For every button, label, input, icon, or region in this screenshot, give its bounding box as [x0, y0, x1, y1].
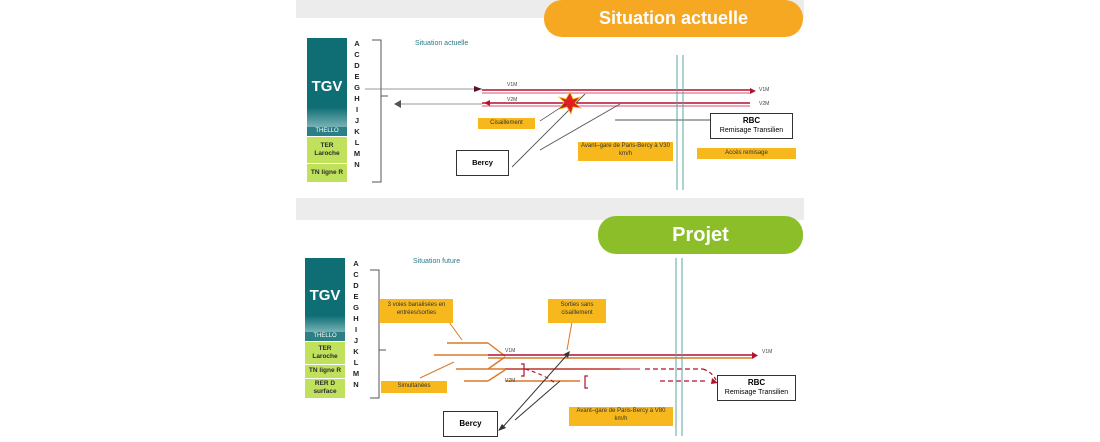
- bottom-dashed-rbc-join: [702, 368, 717, 381]
- top-letter: H: [354, 94, 360, 103]
- top-v1m-label-right: V1M: [759, 87, 770, 93]
- top-conflict-star-icon: [557, 91, 583, 116]
- bottom-thello-block: THELLO: [305, 332, 345, 341]
- bottom-ter-block: TER Laroche: [305, 342, 345, 364]
- bottom-letter: A: [353, 259, 359, 268]
- top-ter-block: TER Laroche: [307, 137, 347, 163]
- bottom-letter: J: [353, 336, 359, 345]
- bottom-letter: L: [353, 358, 359, 367]
- top-letter: A: [354, 39, 360, 48]
- bottom-rbc-subtitle: Remisage Transilien: [724, 389, 789, 396]
- bottom-voies-label: 3 voies banalisées en entrées/sorties: [380, 299, 453, 323]
- bottom-bercy-box: Bercy: [443, 411, 498, 437]
- top-tn-block: TN ligne R: [307, 164, 347, 182]
- top-v1m-label-left: V1M: [507, 82, 518, 88]
- bottom-bercy-arrow: [498, 424, 506, 431]
- bottom-rbc-arrow: [711, 378, 718, 384]
- bottom-tgv-block: TGV: [305, 258, 345, 332]
- projet-header: Projet: [598, 216, 803, 254]
- bottom-letter: M: [352, 369, 360, 378]
- top-bracket: [372, 39, 382, 183]
- top-thello-block: THELLO: [307, 127, 347, 136]
- top-v2m-label-left: V2M: [507, 97, 518, 103]
- bottom-avant-gare-label: Avant–gare de Paris-Bercy à V80 km/h: [569, 407, 673, 426]
- bottom-v1m-label-right: V1M: [762, 349, 773, 355]
- bottom-simultanees-pointer: [419, 361, 455, 379]
- top-letter: G: [354, 83, 360, 92]
- bottom-bercy-label: Bercy: [459, 419, 482, 428]
- bottom-orange-diag-3: [487, 369, 506, 382]
- top-bercy-label: Bercy: [472, 158, 493, 167]
- situation-actuelle-header: Situation actuelle: [544, 0, 803, 37]
- bottom-letter: C: [353, 270, 359, 279]
- top-letter: I: [355, 105, 359, 114]
- bottom-dashed-curve: [524, 368, 556, 384]
- bottom-v2m-label-left: V2M: [505, 378, 516, 384]
- top-letter: N: [354, 160, 360, 169]
- bottom-letter-column: A C D E G H I J K L M N: [351, 258, 361, 390]
- bottom-red-bracket-1: [521, 363, 525, 377]
- top-letter-column: A C D E G H I J K L M N: [352, 38, 362, 170]
- bottom-tracks: [370, 258, 758, 436]
- bottom-letter: G: [353, 303, 359, 312]
- bottom-letter: H: [353, 314, 359, 323]
- top-v1m-end-arrow: [750, 88, 756, 94]
- bottom-tn-block: TN ligne R: [305, 365, 345, 378]
- top-bercy-box: Bercy: [456, 150, 509, 176]
- top-letter: K: [354, 127, 360, 136]
- top-v1m-arrow-head: [474, 86, 482, 92]
- bottom-subtitle: Situation future: [413, 258, 461, 265]
- bottom-sorties-pointer: [566, 321, 573, 351]
- bottom-branch-to-bercy: [501, 354, 568, 429]
- bottom-rbc-title: RBC: [747, 378, 766, 387]
- top-v2m-label-right: V2M: [759, 101, 770, 107]
- top-tgv-label: TGV: [311, 78, 343, 95]
- bottom-rer-block: RER D surface: [305, 379, 345, 398]
- bottom-bracket: [370, 269, 380, 399]
- bottom-orange-diag-2: [487, 356, 506, 370]
- top-cisaillement-label: Cisaillement: [478, 118, 535, 129]
- bottom-branch-to-bercy-2: [514, 380, 561, 421]
- bottom-letter: N: [353, 380, 359, 389]
- bottom-voies-pointer: [448, 321, 463, 341]
- top-letter: M: [353, 149, 361, 158]
- bottom-letter: K: [353, 347, 359, 356]
- bottom-sorties-label: Sorties sans cisaillement: [548, 299, 606, 323]
- top-v2m-arrow-head: [394, 100, 401, 108]
- bottom-sorties-arrow: [564, 351, 570, 358]
- bottom-v1m-label-left: V1M: [505, 348, 516, 354]
- bottom-simultanees-label: Simultanées: [381, 381, 447, 393]
- top-tgv-block: TGV: [307, 38, 347, 127]
- bottom-rbc-box: RBC Remisage Transilien: [717, 375, 796, 401]
- bottom-panel-band: [296, 198, 804, 220]
- top-branch-to-bercy-2: [539, 103, 621, 151]
- top-rbc-box: RBC Remisage Transilien: [710, 113, 793, 139]
- top-acces-remisage-label: Accès remisage: [697, 148, 796, 159]
- top-letter: D: [354, 61, 360, 70]
- top-letter: C: [354, 50, 360, 59]
- top-subtitle: Situation actuelle: [415, 40, 469, 47]
- bottom-v1m-end-arrow: [752, 352, 758, 359]
- top-v2m-end-arrow: [484, 100, 490, 106]
- top-avant-gare-label: Avant–gare de Paris-Bercy à V30 km/h: [578, 142, 673, 161]
- bottom-letter: E: [353, 292, 359, 301]
- top-tracks: [365, 39, 756, 190]
- bottom-letter: I: [354, 325, 358, 334]
- bottom-letter: D: [353, 281, 359, 290]
- top-letter: L: [354, 138, 360, 147]
- bottom-orange-diag-1: [487, 342, 506, 357]
- top-letter: J: [354, 116, 360, 125]
- top-cisaillement-pointer: [539, 103, 567, 122]
- bottom-tgv-label: TGV: [309, 287, 341, 304]
- top-rbc-title: RBC: [742, 116, 761, 125]
- top-letter: E: [354, 72, 360, 81]
- bottom-red-bracket-2: [584, 375, 588, 389]
- top-rbc-subtitle: Remisage Transilien: [719, 127, 784, 134]
